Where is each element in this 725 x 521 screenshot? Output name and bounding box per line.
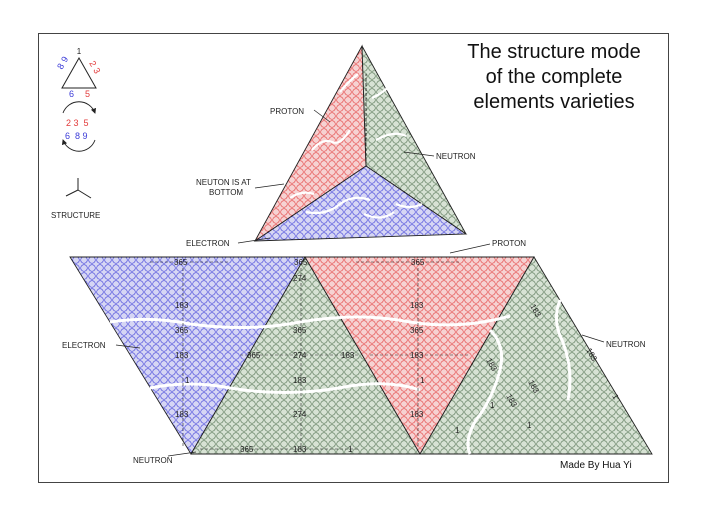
net-num-183-e: 183 — [293, 376, 307, 385]
pyramid — [253, 44, 468, 242]
net-num-1-g: 1 — [455, 426, 460, 435]
legend-tri-blue-3: 9 — [59, 55, 70, 64]
net-num-274-c: 274 — [293, 410, 307, 419]
structure-label: STRUCTURE — [51, 211, 100, 220]
net-num-183-i: 183 — [293, 445, 307, 454]
net-label-neutron-bottom: NEUTRON — [133, 456, 173, 465]
legend-tri-red-2: 3 — [91, 66, 102, 75]
pyramid-label-bottom-1: NEUTON IS AT — [196, 178, 251, 187]
net-num-183-h: 183 — [410, 410, 424, 419]
pyramid-label-neutron: NEUTRON — [436, 152, 476, 161]
legend-tri-red-1: 2 — [87, 59, 98, 68]
pyramid-cracks — [289, 73, 423, 219]
title-line-1: The structure mode — [467, 41, 641, 63]
structure-axes-icon — [65, 178, 92, 199]
legend-tri-blue-2: 8 — [55, 62, 66, 71]
pyramid-electron-face — [253, 165, 468, 242]
page-title: The structure mode of the complete eleme… — [424, 40, 684, 115]
pyramid-label-electron: ELECTRON — [186, 239, 230, 248]
net-num-183-g: 183 — [410, 351, 424, 360]
net-num-1-a: 1 — [185, 376, 190, 385]
legend-cycle-arc-1 — [62, 101, 97, 114]
net-num-365-c: 365 — [411, 258, 425, 267]
pyramid-label-bottom-2: BOTTOM — [209, 188, 243, 197]
net-num-183-a: 183 — [175, 301, 189, 310]
net-num-1-d: 1 — [610, 393, 620, 402]
legend-circle-blue: 6 8 9 — [65, 131, 88, 141]
page-frame — [38, 33, 669, 483]
legend-tri-blue-1: 6 — [69, 89, 74, 99]
net-neutron-face-right — [419, 256, 653, 455]
legend-triangle-top: 1 — [77, 47, 82, 56]
net-label-neutron-right: NEUTRON — [606, 340, 646, 349]
net-num-274-a: 274 — [293, 274, 307, 283]
net-num-183-c: 183 — [175, 410, 189, 419]
author-credit: Made By Hua Yi — [560, 460, 632, 471]
net-label-electron: ELECTRON — [62, 341, 106, 350]
title-line-2: of the complete — [485, 66, 623, 88]
net-num-1-b: 1 — [420, 376, 425, 385]
pyramid-label-proton: PROTON — [270, 107, 304, 116]
net-num-1-c: 1 — [348, 445, 353, 454]
net-num-183-d: 183 — [341, 351, 355, 360]
legend: 1 2 3 5 6 8 9 2 3 5 6 8 9 STRUCTURE — [51, 47, 102, 220]
net-num-1-e: 1 — [490, 401, 495, 410]
net-num-365-a: 365 — [174, 258, 188, 267]
net-annotations: 365 365 365 183 365 183 183 1 274 365 36… — [150, 258, 621, 454]
title-line-3: elements varieties — [473, 91, 635, 113]
legend-circle-red: 2 3 5 — [66, 118, 89, 128]
net-label-proton: PROTON — [492, 239, 526, 248]
unfolded-net — [69, 256, 653, 455]
legend-cycle-arc-2 — [61, 139, 96, 152]
net-num-365-e: 365 — [293, 326, 307, 335]
net-num-365-f: 365 — [247, 351, 261, 360]
legend-triangle — [61, 56, 97, 89]
net-num-183-f: 183 — [410, 301, 424, 310]
net-num-365-h: 365 — [240, 445, 254, 454]
legend-tri-red-3: 5 — [85, 89, 90, 99]
net-num-365-d: 365 — [175, 326, 189, 335]
net-num-183-b: 183 — [175, 351, 189, 360]
net-cracks — [109, 299, 572, 455]
net-num-365-g: 365 — [410, 326, 424, 335]
net-num-1-f: 1 — [527, 421, 532, 430]
net-num-365-b: 365 — [294, 258, 308, 267]
net-num-274-b: 274 — [293, 351, 307, 360]
